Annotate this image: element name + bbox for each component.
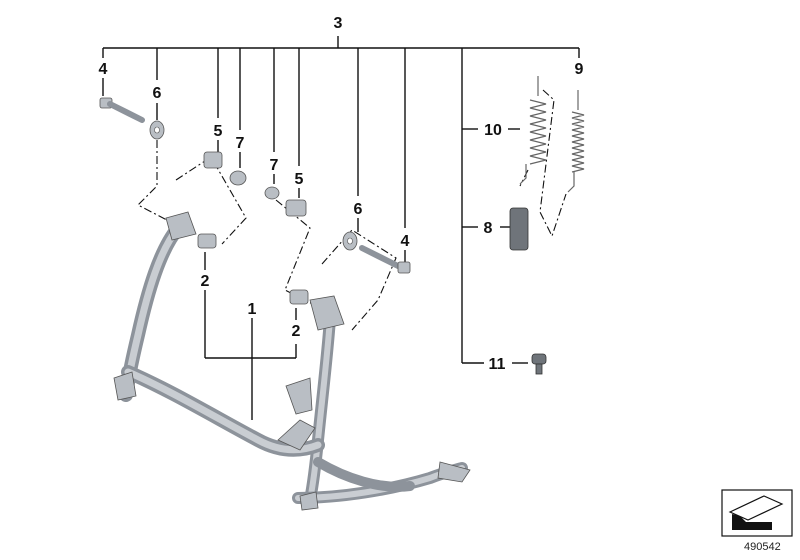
callout-8: 8	[484, 220, 493, 237]
callout-2-left: 2	[201, 273, 210, 290]
callout-5-right: 5	[295, 171, 304, 188]
callout-6-left: 6	[153, 85, 162, 102]
leader-lines	[102, 36, 580, 420]
callout-2-right: 2	[292, 323, 301, 340]
bushing-2-left	[197, 233, 217, 249]
washer-6-right	[342, 231, 358, 251]
callout-11: 11	[489, 356, 506, 373]
sleeve-8	[509, 207, 529, 251]
callout-1: 1	[248, 301, 257, 318]
spring-9	[567, 90, 585, 193]
washer-6-left	[149, 120, 165, 140]
callout-10: 10	[484, 122, 502, 139]
reference-number: 490542	[744, 541, 781, 553]
center-stand	[113, 211, 471, 511]
bolt-4-right	[359, 245, 411, 274]
bushing-5-left	[203, 151, 223, 169]
cap-7-left	[229, 170, 247, 186]
callout-9: 9	[575, 61, 584, 78]
callout-3: 3	[334, 15, 343, 32]
callout-5-left: 5	[214, 123, 223, 140]
arrow-symbol-icon	[721, 489, 793, 537]
callout-7-left: 7	[236, 135, 245, 152]
callout-labels: 3 4 6 5 7 7 5 6 4 9 10 8 11 2 2 1	[99, 15, 584, 373]
plug-11	[531, 353, 547, 375]
spring-10	[519, 76, 547, 185]
callout-6-right: 6	[354, 201, 363, 218]
callout-4-left: 4	[99, 61, 108, 78]
bolt-4-left	[99, 97, 145, 123]
cap-7-right	[264, 186, 280, 200]
callout-4-right: 4	[401, 233, 410, 250]
callout-7-right: 7	[270, 157, 279, 174]
bushing-5-right	[285, 199, 307, 217]
bushing-2-right	[289, 289, 309, 305]
